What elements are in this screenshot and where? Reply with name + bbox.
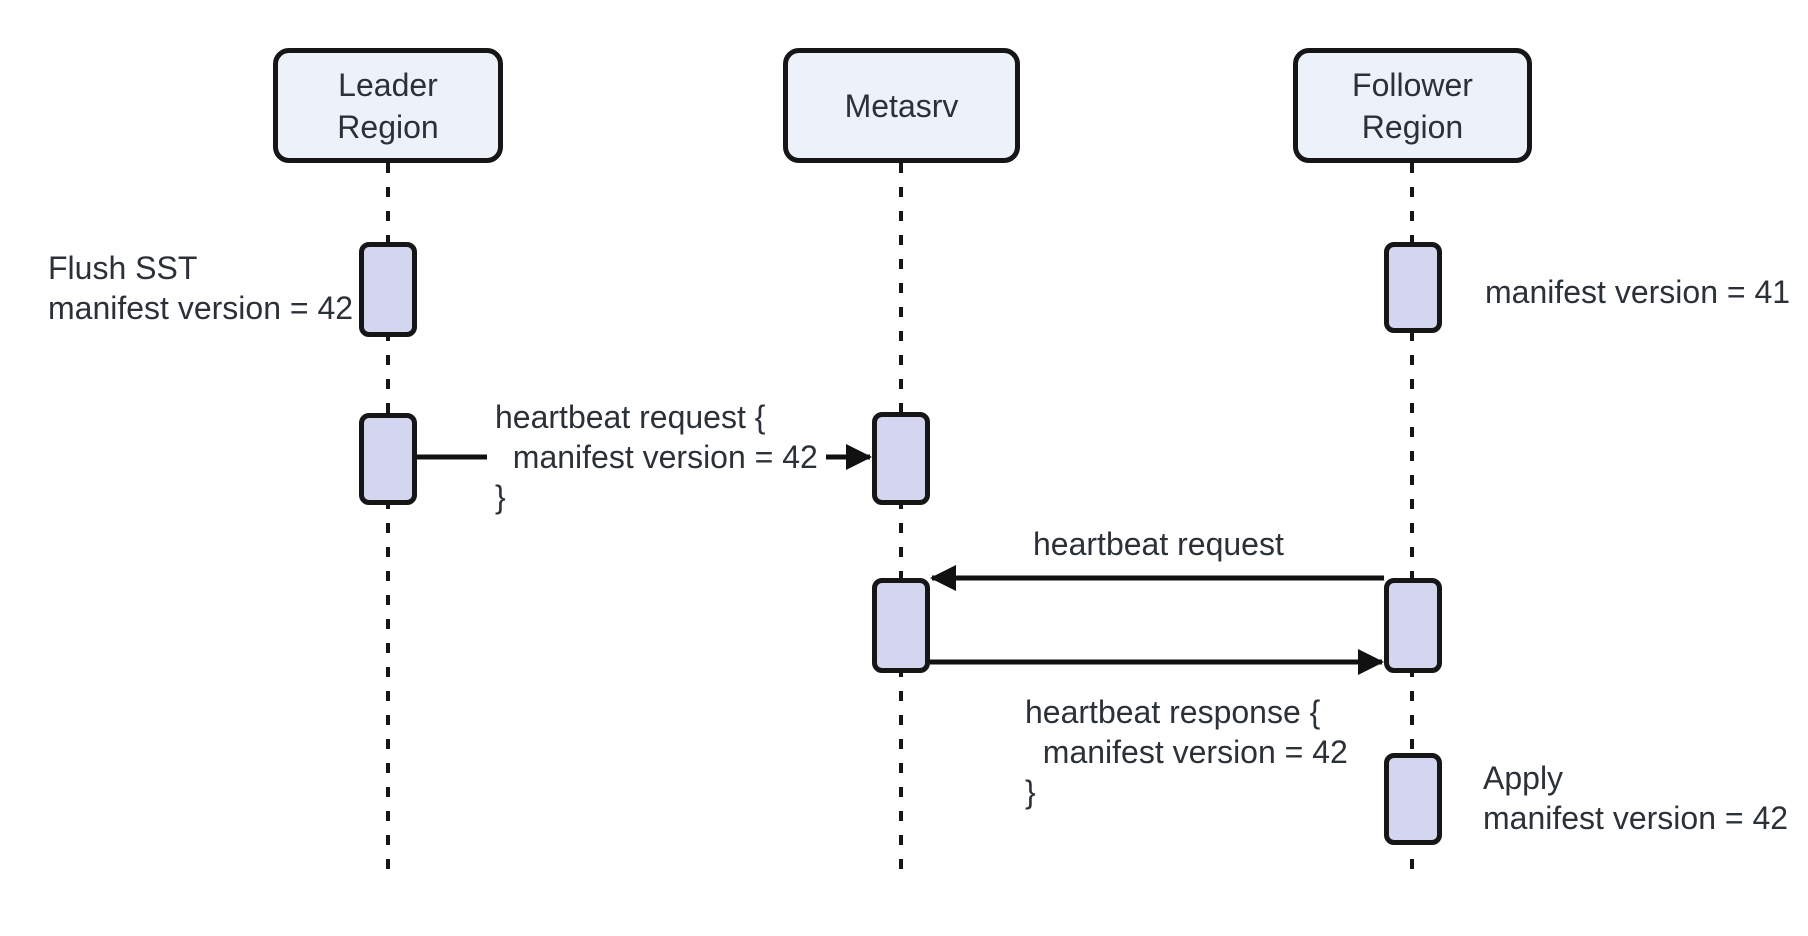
message-label-heartbeat-response: heartbeat response { manifest version = … — [1025, 694, 1348, 810]
annotation-manifest-version-41: manifest version = 41 — [1485, 274, 1791, 310]
participant-leader-region-label: Leader Region — [337, 66, 439, 145]
activation-follower-mv41 — [1384, 242, 1442, 333]
message-label-heartbeat-request-follower: heartbeat request — [1033, 526, 1284, 562]
annotation-flush-sst: Flush SST manifest version = 42 — [48, 250, 354, 326]
participant-metasrv-label: Metasrv — [844, 87, 959, 124]
participant-follower-region-label: Follower Region — [1352, 66, 1473, 145]
message-label-heartbeat-request-leader: heartbeat request { manifest version = 4… — [487, 397, 826, 517]
participant-follower-region: Follower Region — [1293, 48, 1532, 163]
activation-leader-heartbeat — [359, 413, 417, 505]
annotation-apply: Apply manifest version = 42 — [1483, 760, 1789, 836]
activation-leader-flush — [359, 242, 417, 337]
activation-metasrv-heartbeat — [872, 412, 930, 505]
participant-metasrv: Metasrv — [783, 48, 1020, 163]
activation-follower-apply — [1384, 753, 1442, 845]
activation-follower-heartbeat — [1384, 578, 1442, 673]
activation-metasrv-follower-hb — [872, 578, 930, 673]
participant-leader-region: Leader Region — [273, 48, 503, 163]
